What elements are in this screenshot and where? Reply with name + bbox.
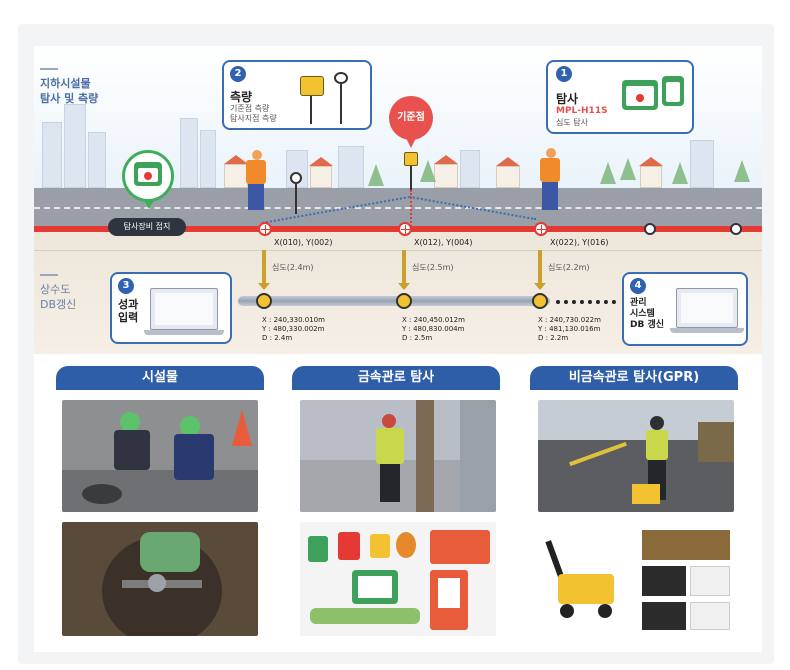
building [200,130,216,188]
tree [368,164,384,186]
water-pipe [238,296,550,306]
survey-coord-3: X(022), Y(016) [550,238,609,247]
survey-coord-1: X(010), Y(002) [274,238,333,247]
photo-gpr-road-survey [538,400,734,512]
step-desc-survey-2: 탐사지점 측량 [230,114,277,123]
photo-metal-pipe-detection [300,400,496,512]
photo-metal-detector-equipment [300,522,496,636]
step-title-input: 성과 입력 [118,298,139,324]
side-label-rule [40,68,58,70]
tree [600,162,616,184]
reference-drop-line [410,190,412,230]
side-label-bottom-line1: 상수도 [40,283,71,296]
side-label-bottom: 상수도 DB갱신 [40,282,76,312]
reference-instrument-icon [404,152,418,166]
step-card-survey [222,60,372,130]
survey-point-target [398,222,412,236]
building [180,118,198,188]
gps-pole [340,84,342,124]
marker-target [730,223,742,235]
detector-device-icon [622,80,658,110]
survey-coord-2: X(012), Y(004) [414,238,473,247]
depth-arrow-2 [398,250,410,290]
side-label-top-line1: 지하시설물 [40,77,91,90]
tree [420,160,436,182]
depth-arrow-3 [534,250,546,290]
house [496,166,520,188]
laptop-base [670,328,744,333]
depth-label-1: 심도(2.4m) [272,263,314,272]
photo-facility-inspection [62,400,258,512]
survey-point-target [258,222,272,236]
step-badge-2: 2 [230,66,246,82]
side-label-top: 지하시설물 탐사 및 측량 [40,76,98,106]
step-title-db: 관리 시스템 DB 갱신 [630,298,665,330]
house [224,164,248,188]
step-badge-1: 1 [556,66,572,82]
step-title-detection: 탐사 [556,92,579,106]
house-roof [496,157,520,166]
gps-antenna-icon [334,72,348,84]
step-badge-3: 3 [118,278,134,294]
house [640,166,662,188]
house-roof [434,155,458,164]
step-desc-survey-1: 기준점 측량 [230,104,270,113]
detector-receiver-icon [662,76,684,106]
survey-point-target [534,222,548,236]
pipe-measure-2: X : 240,450.012m Y : 480,830.004m D : 2.… [402,316,465,342]
side-label-bottom-line2: DB갱신 [40,298,77,311]
house-roof [224,155,248,164]
pipe-continuation-dots [556,300,616,304]
section-tab-gpr: 비금속관로 탐사(GPR) [530,366,738,390]
pipe-node-1 [256,293,272,309]
house [434,164,458,188]
laptop-icon [150,288,218,330]
building [88,132,106,188]
side-label-top-line2: 탐사 및 측량 [40,92,99,105]
tree [620,158,636,180]
step-title-survey: 측량 [230,90,253,104]
depth-label-2: 심도(2.5m) [412,263,454,272]
prism-pole [295,184,297,214]
transmitter-device-icon [134,162,162,186]
section-tab-facility: 시설물 [56,366,264,390]
tree [672,162,688,184]
building [42,122,62,188]
photo-gpr-equipment [538,522,734,636]
house [310,166,332,188]
step-model-detection: MPL-H11S [556,106,608,116]
equipment-contact-label: 탐사장비 접지 [108,218,186,236]
total-station-icon [300,76,324,96]
pipe-node-3 [532,293,548,309]
marker-target [644,223,656,235]
laptop-base [144,330,224,335]
prism-icon [290,172,302,184]
step-desc-detection: 심도 탐사 [556,118,588,127]
reference-tripod [410,166,412,192]
house-roof [639,157,663,166]
tree [734,160,750,182]
photo-manhole-interior [62,522,258,636]
building [690,140,714,188]
step-badge-4: 4 [630,278,646,294]
building [338,146,364,188]
building [460,150,480,188]
pipe-node-2 [396,293,412,309]
soil-divider [34,250,762,251]
section-tab-metal-pipe: 금속관로 탐사 [292,366,500,390]
depth-label-3: 심도(2.2m) [548,263,590,272]
road-lane-line [34,207,762,209]
building [64,104,86,188]
pipe-measure-3: X : 240,730.022m Y : 481,130.016m D : 2.… [538,316,601,342]
house-roof [309,157,333,166]
laptop-db-icon [676,288,738,328]
side-label-rule [40,274,58,276]
reference-point-pin: 기준점 [389,96,433,148]
tripod-leg [310,96,312,124]
depth-arrow-1 [258,250,270,290]
pipe-measure-1: X : 240,330.010m Y : 480,330.002m D : 2.… [262,316,325,342]
